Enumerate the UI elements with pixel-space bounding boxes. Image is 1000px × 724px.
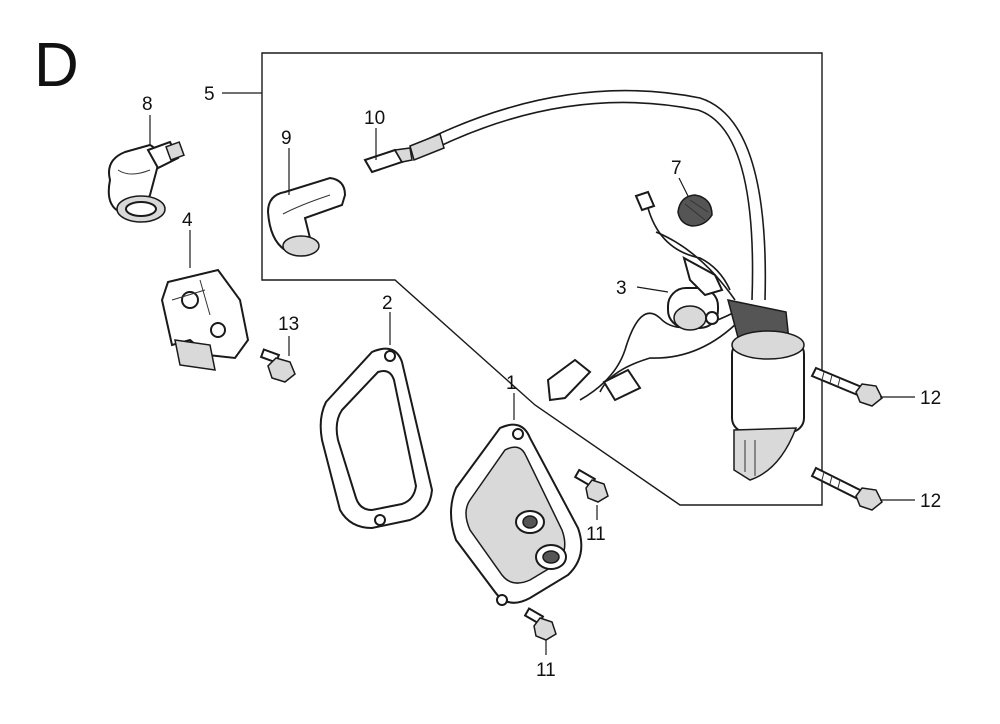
callout-13: 13 [278,314,299,335]
callout-7: 7 [671,158,682,179]
callout-3: 3 [616,278,627,299]
part-1-cover [450,423,583,606]
part-3-condenser [667,255,724,331]
callout-11-upper: 11 [586,524,606,545]
callout-5: 5 [204,84,215,105]
assembly-frame [261,52,823,506]
part-7-grommet [677,194,713,227]
part-2-gasket [319,347,434,530]
part-13-bolt [259,348,296,383]
callout-8: 8 [142,94,153,115]
ignition-coil [546,299,805,481]
callout-12-lower: 12 [920,491,941,512]
part-10-terminal [363,147,413,174]
callout-1: 1 [506,373,517,394]
part-8-plug-cap [107,140,185,223]
part-9-spark-plug-cap [266,176,347,257]
section-letter: D [34,31,79,100]
part-4-bracket [160,268,250,371]
callout-10: 10 [364,108,385,129]
callout-12-upper: 12 [920,388,941,409]
callout-4: 4 [182,210,193,231]
part-5-high-tension-wire [409,89,767,301]
callout-9: 9 [281,128,292,149]
part-11-bolt-lower [523,607,557,641]
part-11-bolt-upper [573,468,609,503]
callout-11-lower: 11 [536,660,556,681]
part-12-bolt-lower [810,466,883,511]
leader-lines [149,92,915,655]
callout-2: 2 [382,293,393,314]
part-12-bolt-upper [810,366,883,407]
